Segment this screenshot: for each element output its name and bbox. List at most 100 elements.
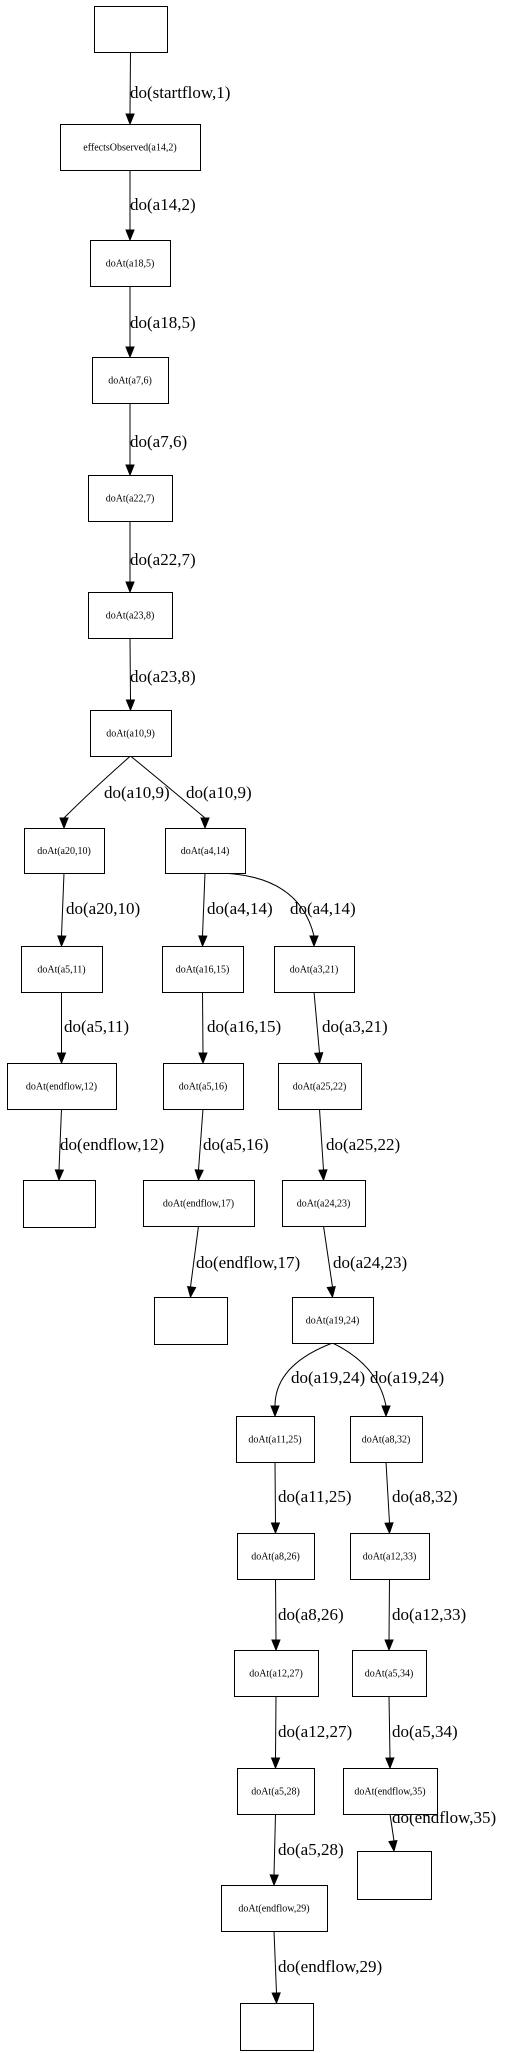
edge-line	[388, 1695, 391, 1759]
edge-label: do(a12,27)	[278, 1722, 352, 1741]
node-box	[88, 592, 173, 639]
edge-line	[130, 755, 206, 819]
edge-label: do(a24,23)	[333, 1253, 407, 1272]
arrow-head	[125, 346, 135, 359]
node-label: doAt(a5,16)	[179, 1082, 228, 1093]
node-label: doAt(a3,21)	[290, 965, 339, 976]
node-n5: doAt(a23,8)	[88, 592, 173, 639]
node-label: doAt(endflow,12)	[26, 1082, 97, 1093]
edge-line	[274, 1342, 333, 1407]
arrow-head	[381, 1405, 391, 1418]
node-label: doAt(a25,22)	[293, 1082, 347, 1093]
edge-label: do(endflow,29)	[278, 1957, 382, 1976]
edge-n8-n11: do(a4,14)	[204, 872, 356, 948]
edge-n13-n15: do(a5,16)	[194, 1108, 269, 1182]
arrow-head	[56, 1052, 67, 1065]
edge-label: do(a4,14)	[290, 899, 356, 918]
edge-n20-n22: do(a8,26)	[271, 1578, 344, 1652]
node-label: doAt(a7,6)	[108, 376, 152, 387]
node-n2: doAt(a18,5)	[90, 240, 171, 287]
node-n4: doAt(a22,7)	[88, 475, 173, 522]
edge-n18-n20: do(a11,25)	[270, 1461, 352, 1535]
edge-label: do(a8,26)	[278, 1605, 344, 1624]
node-box	[237, 1768, 315, 1815]
edge-line	[275, 1695, 277, 1759]
edge-line	[202, 872, 206, 937]
node-n19: doAt(a8,32)	[350, 1416, 423, 1463]
arrow-head	[198, 1052, 208, 1065]
node-n22: doAt(a12,27)	[234, 1650, 319, 1697]
node-box	[343, 1768, 438, 1815]
edge-label: do(endflow,17)	[196, 1253, 300, 1272]
nodes: effectsObserved(a14,2)doAt(a18,5)doAt(a7…	[7, 6, 438, 2051]
edge-n22-n24: do(a12,27)	[270, 1695, 352, 1770]
node-n8: doAt(a4,14)	[165, 828, 246, 874]
node-box	[350, 1416, 423, 1463]
node-n12: doAt(endflow,12)	[7, 1063, 117, 1110]
arrow-head	[318, 1169, 328, 1182]
edge-n26-end4: do(endflow,29)	[271, 1930, 382, 2005]
edge-line	[313, 991, 320, 1054]
node-n10: doAt(a16,15)	[162, 946, 244, 993]
node-box	[60, 124, 201, 171]
node-n16: doAt(a24,23)	[282, 1180, 366, 1227]
node-box	[94, 6, 168, 53]
node-box	[90, 240, 171, 287]
arrow-head	[57, 935, 67, 948]
node-label: doAt(a8,32)	[362, 1435, 411, 1446]
edge-label: do(a4,14)	[207, 899, 273, 918]
edge-label: do(a22,7)	[130, 550, 196, 569]
node-label: doAt(a5,34)	[365, 1669, 414, 1680]
edge-n6-n8: do(a10,9)	[130, 755, 252, 830]
node-n21: doAt(a12,33)	[350, 1533, 430, 1580]
arrow-head	[270, 1405, 280, 1418]
node-box	[143, 1180, 255, 1227]
node-box	[357, 1851, 432, 1900]
node-n25: doAt(endflow,35)	[343, 1768, 438, 1815]
edge-n2-n3: do(a18,5)	[125, 286, 196, 359]
arrow-head	[200, 817, 210, 830]
edge-label: do(a5,11)	[64, 1017, 129, 1036]
edge-n11-n14: do(a3,21)	[313, 991, 388, 1065]
edge-n7-n9: do(a20,10)	[57, 872, 140, 948]
node-label: doAt(endflow,29)	[238, 1904, 309, 1915]
edge-line	[58, 1108, 62, 1171]
edge-n8-n10: do(a4,14)	[198, 872, 273, 948]
edge-n1-n2: do(a14,2)	[125, 170, 196, 242]
node-n14: doAt(a25,22)	[278, 1063, 362, 1110]
edge-label: do(startflow,1)	[130, 83, 230, 102]
node-label: doAt(endflow,35)	[354, 1787, 425, 1798]
node-label: doAt(a5,28)	[251, 1787, 300, 1798]
edge-label: do(a10,9)	[186, 783, 252, 802]
edge-line	[274, 1461, 276, 1524]
edge-line	[61, 872, 65, 937]
edge-n15-end2: do(endflow,17)	[186, 1225, 300, 1299]
edge-label: do(a11,25)	[278, 1487, 352, 1506]
edge-line	[129, 51, 131, 115]
arrow-head	[388, 1840, 398, 1853]
edge-n19-n21: do(a8,32)	[384, 1461, 458, 1535]
edge-label: do(a5,16)	[203, 1135, 269, 1154]
edge-line	[63, 755, 131, 819]
node-n6: doAt(a10,9)	[90, 710, 172, 757]
edge-label: do(a19,24)	[370, 1368, 444, 1387]
arrow-head	[270, 1522, 281, 1535]
node-label: doAt(a19,24)	[306, 1316, 360, 1327]
arrow-head	[384, 1639, 394, 1652]
node-n26: doAt(endflow,29)	[221, 1885, 328, 1932]
node-n23: doAt(a5,34)	[352, 1650, 427, 1697]
node-box	[154, 1297, 228, 1345]
arrow-head	[186, 1286, 197, 1299]
node-n11: doAt(a3,21)	[274, 946, 355, 993]
edge-line	[323, 1225, 333, 1288]
arrow-head	[313, 1052, 324, 1065]
arrow-head	[326, 1285, 336, 1299]
node-end2	[154, 1297, 228, 1345]
edge-line	[202, 991, 204, 1054]
node-box	[274, 946, 355, 993]
edge-label: do(a23,8)	[130, 667, 196, 686]
arrow-head	[125, 113, 135, 126]
edge-line	[385, 1461, 390, 1524]
node-n17: doAt(a19,24)	[292, 1297, 374, 1344]
